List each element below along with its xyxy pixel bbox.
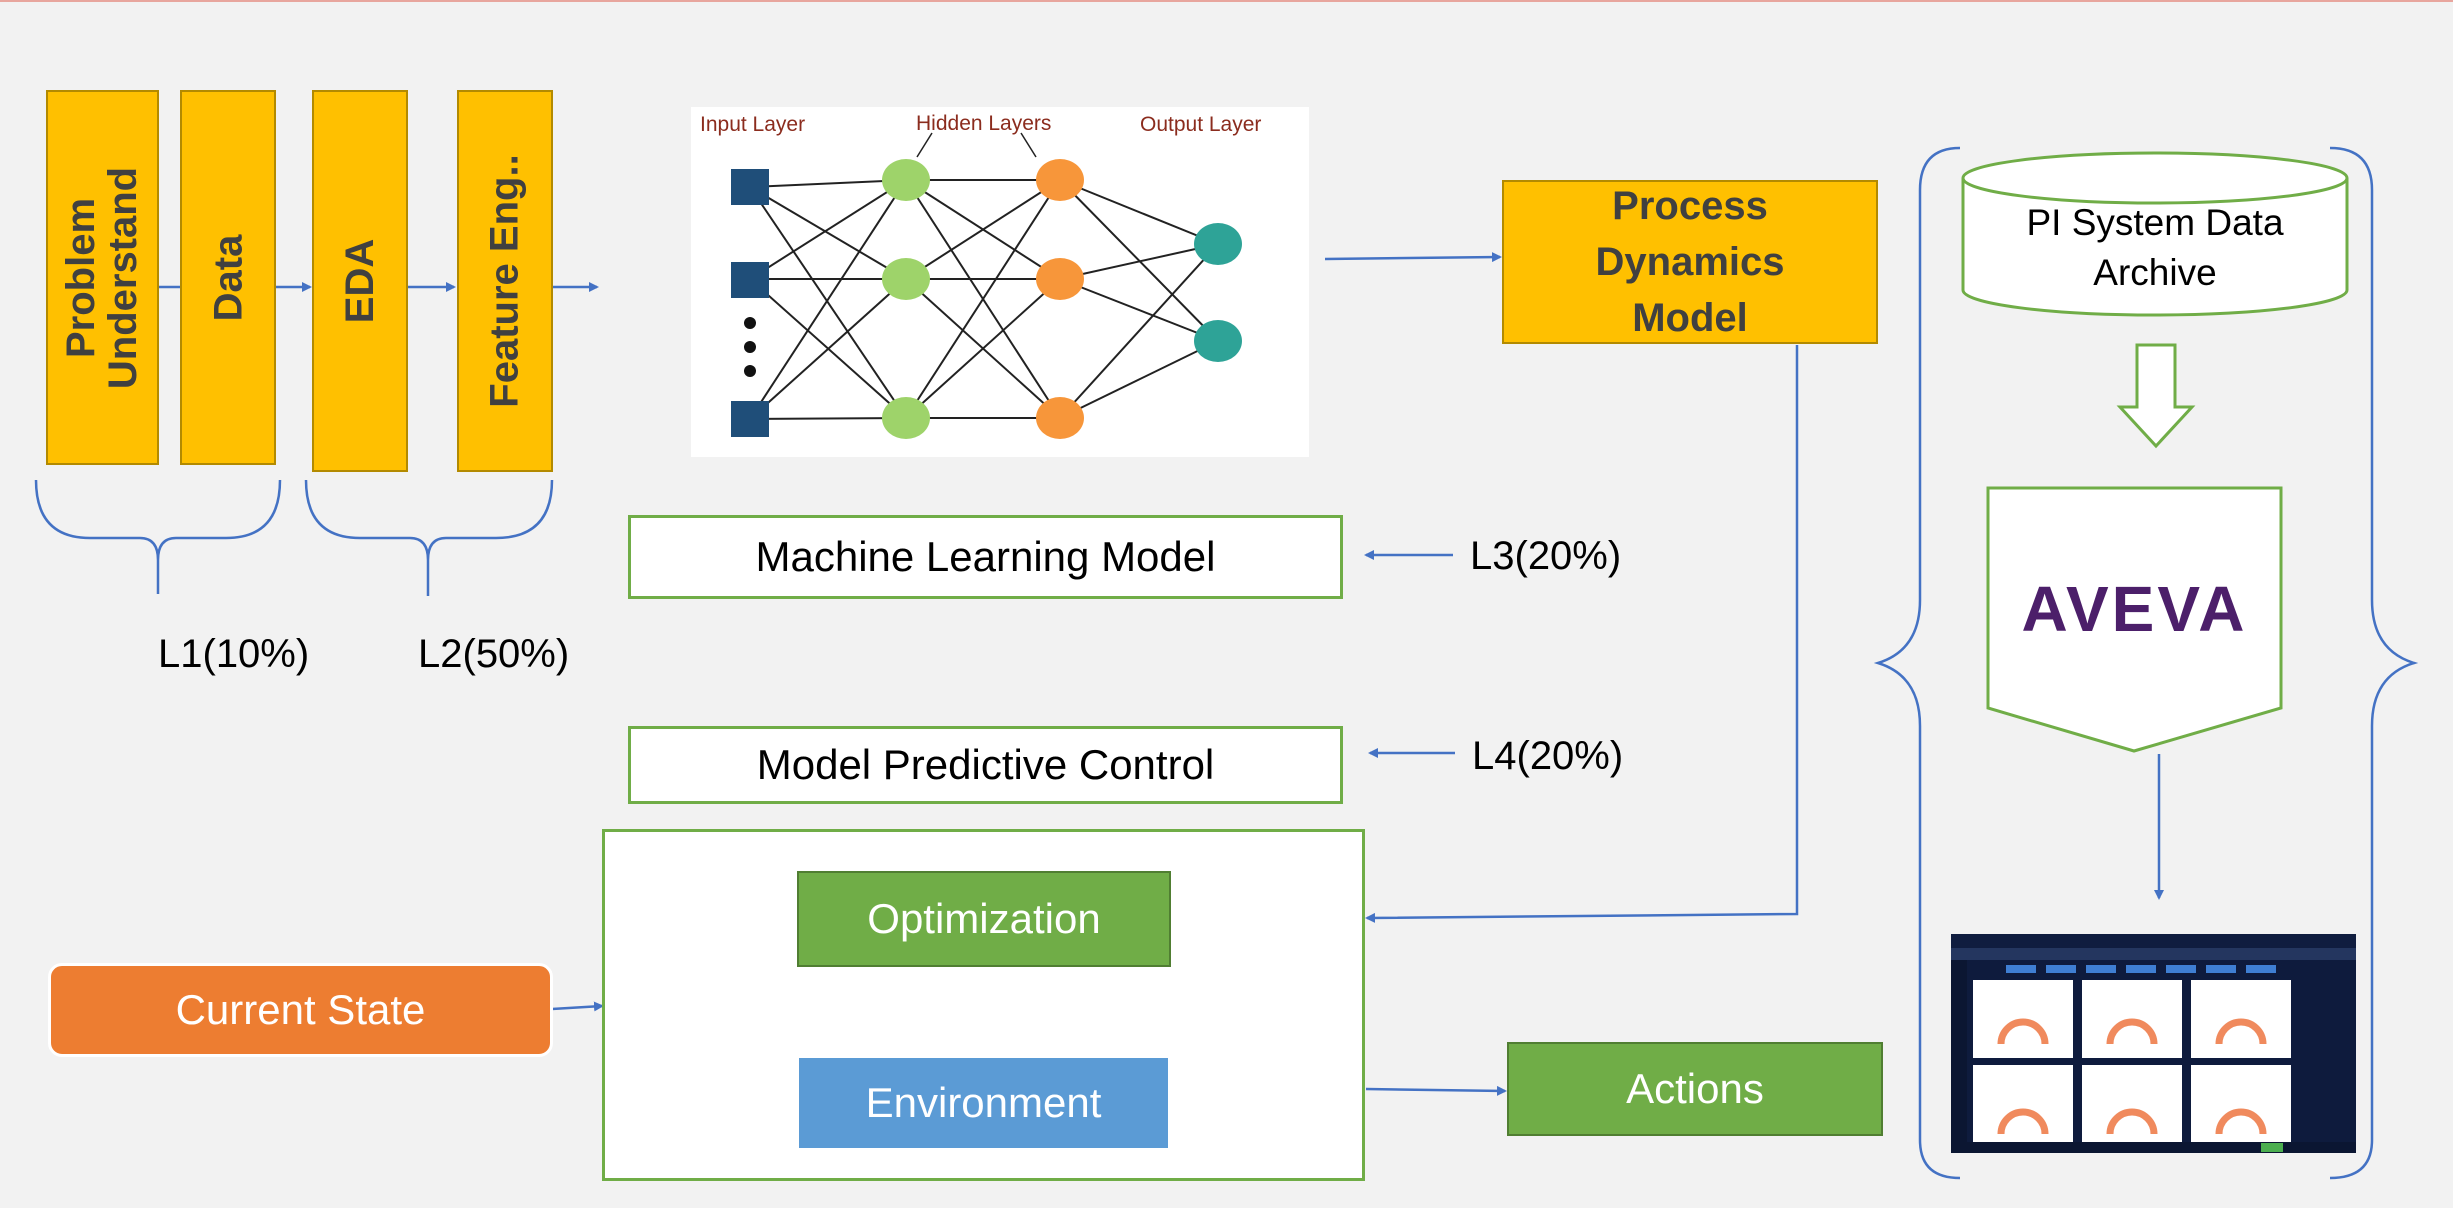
- l3-label: L3(20%): [1470, 534, 1622, 578]
- feature-eng-label: Feature Eng..: [483, 154, 528, 408]
- data-box: Data: [180, 90, 276, 465]
- arrow-nn-to-pdm: [1324, 252, 1502, 263]
- data-label: Data: [205, 234, 250, 321]
- input-layer-label: Input Layer: [700, 113, 806, 136]
- arrow-state-to-mpc: [551, 1001, 604, 1012]
- brace-l1: [34, 479, 282, 594]
- output-layer-label: Output Layer: [1140, 113, 1262, 136]
- optimization-box: Optimization: [797, 871, 1171, 967]
- current-state-box: Current State: [48, 963, 553, 1057]
- hidden-layers-label: Hidden Layers: [916, 112, 1052, 135]
- aveva-logo: AVEVA: [2021, 573, 2248, 645]
- brace-l2: [304, 479, 554, 596]
- l4-label: L4(20%): [1472, 734, 1624, 778]
- top-border-line: [0, 0, 2453, 2]
- problem-understand-label: Problem Understand: [59, 166, 146, 389]
- aveva-shield-shape: [1986, 486, 2283, 753]
- dashboard-graphic: [1951, 934, 2356, 1153]
- feature-eng-box: Feature Eng..: [457, 90, 553, 472]
- l1-label: L1(10%): [158, 632, 310, 676]
- database-cylinder-icon: [1961, 151, 2349, 317]
- actions-box: Actions: [1507, 1042, 1883, 1136]
- eda-label: EDA: [337, 238, 382, 324]
- environment-box: Environment: [799, 1058, 1168, 1148]
- problem-understand-box: Problem Understand: [46, 90, 159, 465]
- machine-learning-model-box: Machine Learning Model: [628, 515, 1343, 599]
- brace-right-big: [2329, 146, 2419, 1180]
- pi-system-archive-label: PI System Data Archive: [2026, 202, 2284, 293]
- neural-network-diagram: Input Layer Hidden Layers Output Layer: [691, 107, 1309, 457]
- brace-left-big: [1873, 146, 1961, 1180]
- pi-vision-dashboard-thumbnail: [1951, 934, 2356, 1153]
- model-predictive-control-box: Model Predictive Control: [628, 726, 1343, 804]
- network-graph: [731, 132, 1242, 439]
- eda-box: EDA: [312, 90, 408, 472]
- arrow-mpc-to-actions: [1365, 1085, 1507, 1096]
- arrow-pdm-to-mpc: [1365, 345, 1799, 923]
- hollow-down-arrow-icon: [2116, 343, 2196, 449]
- process-dynamics-model-box: Process Dynamics Model: [1502, 180, 1878, 344]
- l2-label: L2(50%): [418, 632, 570, 676]
